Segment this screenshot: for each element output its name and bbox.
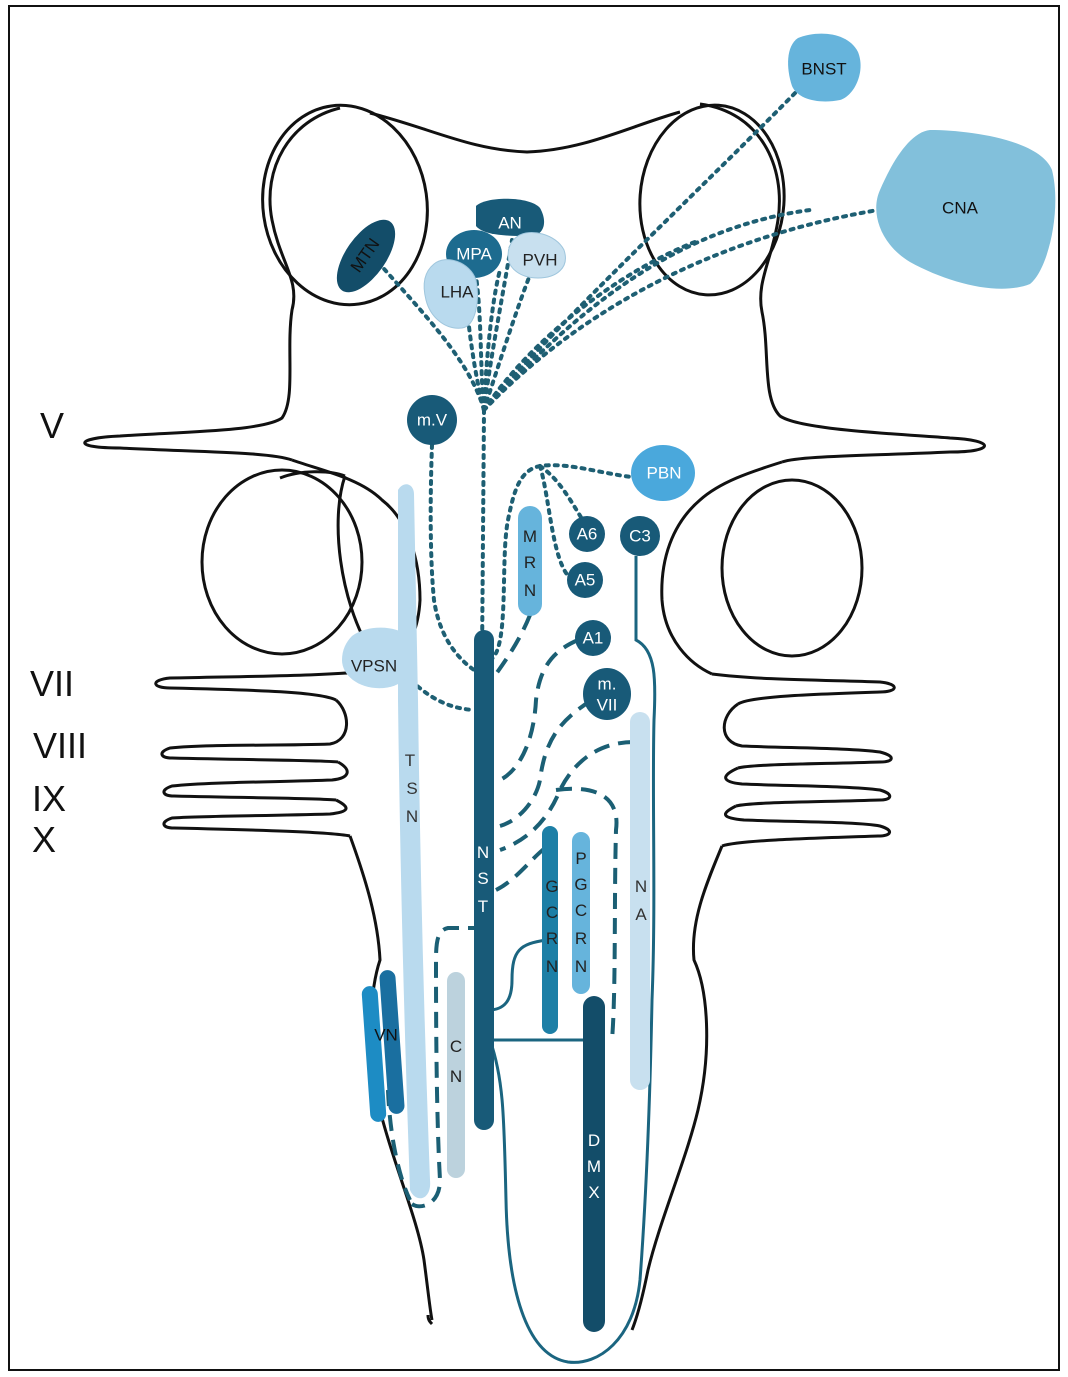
label-tsn-s: S — [406, 779, 417, 798]
label-nst-n: N — [477, 843, 489, 862]
label-tsn-t: T — [405, 751, 415, 770]
label-vn: VN — [374, 1025, 398, 1044]
label-cn-n: N — [450, 1067, 462, 1086]
label-dmx-d: D — [588, 1131, 600, 1150]
label-c3: C3 — [629, 526, 651, 545]
label-na-a: A — [635, 905, 647, 924]
blob-nuclei — [326, 34, 1056, 720]
label-pvh: PVH — [523, 250, 558, 269]
label-gcrn-c: C — [546, 903, 558, 922]
label-mrn-n: N — [524, 581, 536, 600]
label-a1: A1 — [583, 628, 604, 647]
label-dmx-x: X — [588, 1183, 599, 1202]
na-nucleus — [630, 712, 650, 1090]
label-gcrn-g: G — [545, 877, 558, 896]
label-dmx-m: M — [587, 1157, 601, 1176]
label-cn-c: C — [450, 1037, 462, 1056]
label-mvii-bottom: VII — [597, 695, 618, 714]
label-cna: CNA — [942, 198, 979, 217]
label-gcrn-n: N — [546, 957, 558, 976]
label-pbn: PBN — [647, 463, 682, 482]
label-gcrn-r: R — [546, 929, 558, 948]
label-mv: m.V — [417, 410, 448, 429]
label-na-n: N — [635, 877, 647, 896]
label-mrn-m: M — [523, 527, 537, 546]
solid-connections — [488, 556, 655, 1362]
label-a5: A5 — [575, 570, 596, 589]
dotted-projections — [378, 88, 878, 710]
label-vpsn: VPSN — [351, 656, 397, 675]
label-bnst: BNST — [801, 59, 846, 78]
label-an: AN — [498, 213, 522, 232]
label-tsn-n: N — [406, 807, 418, 826]
label-mrn-r: R — [524, 553, 536, 572]
label-pgcrn-c: C — [575, 901, 587, 920]
label-a6: A6 — [577, 524, 598, 543]
label-nst-s: S — [477, 869, 488, 888]
label-mpa: MPA — [456, 244, 492, 263]
label-mvii-top: m. — [598, 674, 617, 693]
label-pgcrn-n: N — [575, 957, 587, 976]
label-pgcrn-r: R — [575, 929, 587, 948]
label-pgcrn-g: G — [574, 875, 587, 894]
label-pgcrn-p: P — [575, 849, 586, 868]
label-lha: LHA — [440, 282, 474, 301]
label-nst-t: T — [478, 897, 488, 916]
